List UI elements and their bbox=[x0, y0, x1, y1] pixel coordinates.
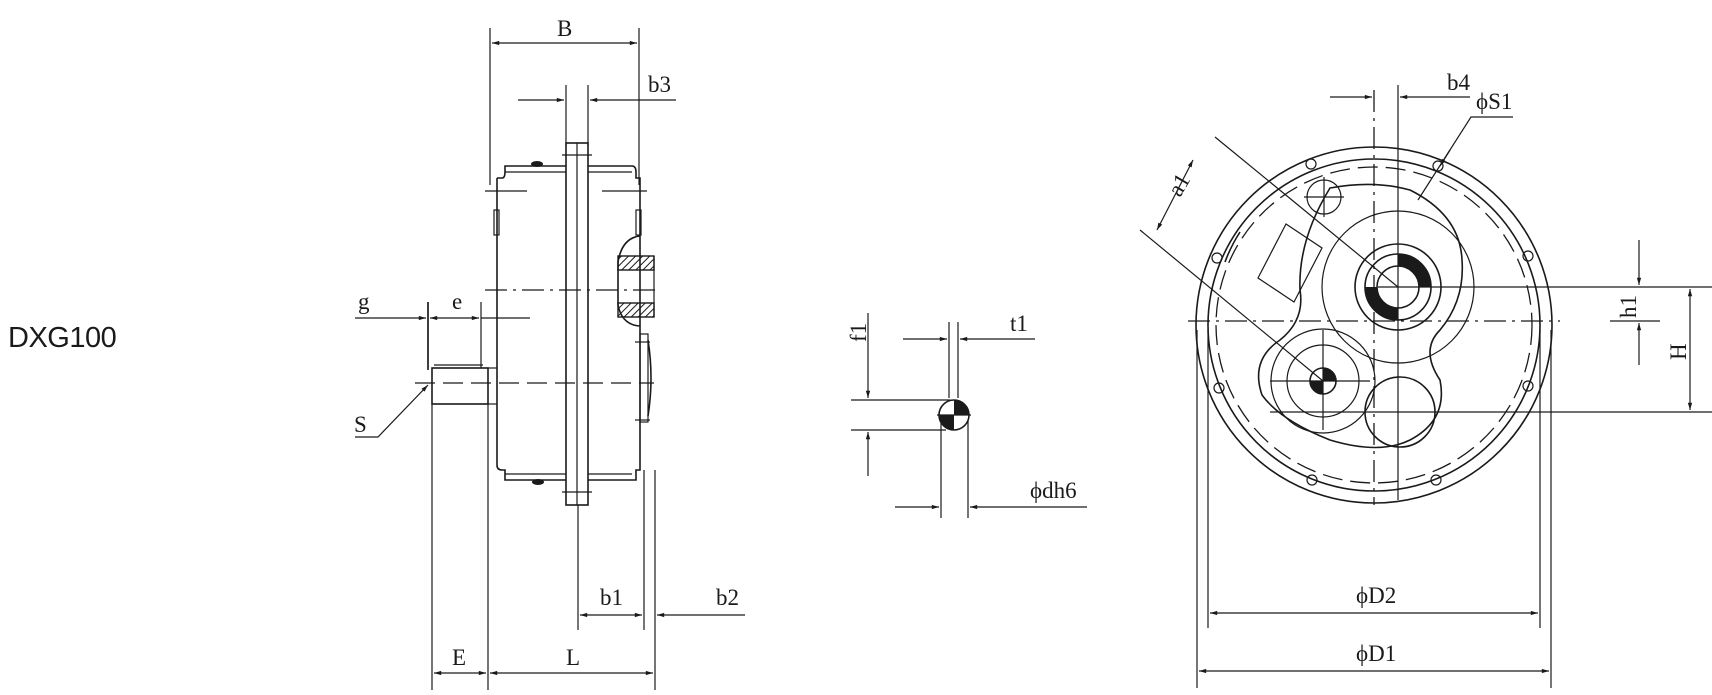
dim-dh6: ϕdh6 bbox=[1030, 478, 1077, 503]
dim-b3: b3 bbox=[648, 72, 671, 97]
side-view: B b3 bbox=[354, 16, 745, 690]
dim-L: L bbox=[566, 645, 580, 670]
dim-b2: b2 bbox=[716, 585, 739, 610]
dim-t1: t1 bbox=[1010, 311, 1028, 336]
dim-B: B bbox=[557, 16, 572, 41]
dim-b1: b1 bbox=[600, 585, 623, 610]
model-label: DXG100 bbox=[8, 322, 117, 354]
dim-H: H bbox=[1666, 343, 1691, 360]
dim-D1: ϕD1 bbox=[1356, 641, 1396, 666]
dim-a1: a1 bbox=[1163, 169, 1196, 200]
dim-f1: f1 bbox=[846, 323, 871, 342]
dim-S1: ϕS1 bbox=[1476, 89, 1512, 114]
dim-S: S bbox=[354, 412, 367, 437]
shaft-key-detail: t1 f1 ϕdh6 bbox=[846, 311, 1087, 518]
dim-b4: b4 bbox=[1447, 70, 1471, 95]
dim-g: g bbox=[358, 289, 370, 314]
dim-e: e bbox=[452, 289, 462, 314]
dim-E: E bbox=[452, 645, 466, 670]
front-view: b4 ϕS1 a1 h1 H ϕD2 ϕD1 bbox=[1139, 70, 1712, 688]
dim-D2: ϕD2 bbox=[1356, 583, 1396, 608]
dim-h1: h1 bbox=[1616, 295, 1641, 318]
